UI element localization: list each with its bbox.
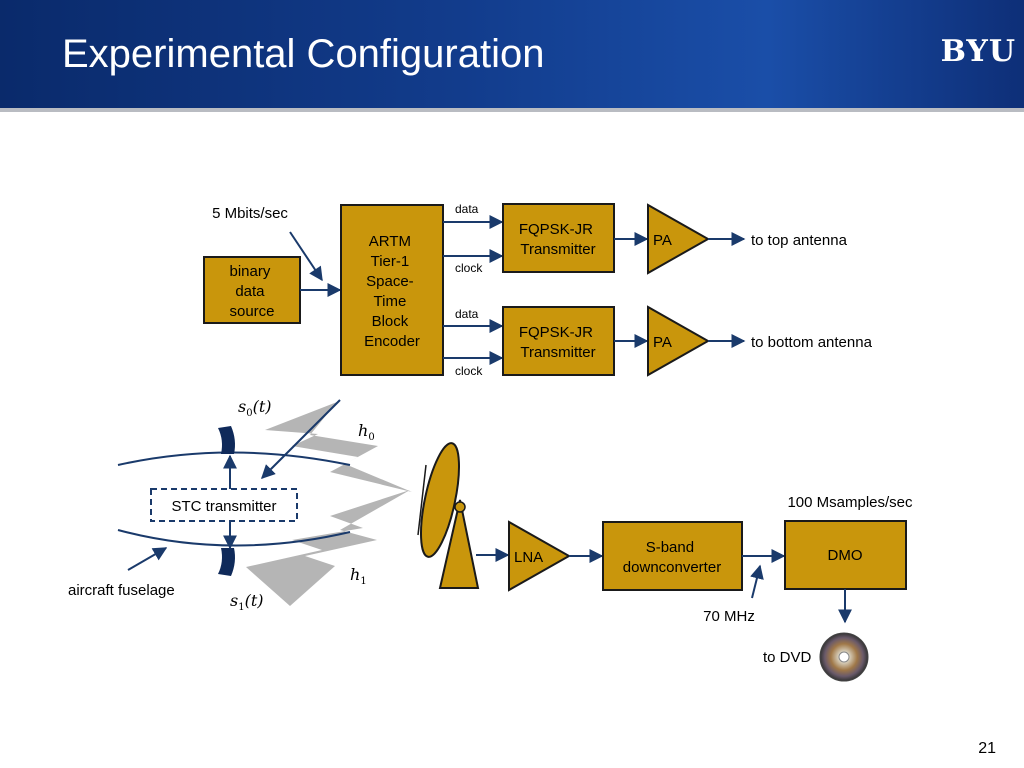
source-line: source [229,303,274,320]
encoder-line: Block [372,313,409,330]
downconverter-label: S-band downconverter [623,539,721,576]
transmitter-line: Transmitter [520,241,595,258]
bottom-antenna-label: to bottom antenna [751,334,873,351]
channel-h1-lightning [246,490,410,606]
encoder-line: Encoder [364,333,420,350]
aircraft-bottom-antenna [218,548,235,576]
data-label-top: data [455,202,479,216]
dish-pedestal [438,499,480,589]
lna-label: LNA [514,549,543,566]
clock-label-top: clock [455,261,483,275]
dish-feed-strut [417,464,427,536]
if-frequency-pointer-arrow [750,564,764,599]
pa-label-bottom: PA [653,334,672,351]
channel-h0-label: h0 [358,421,375,443]
receive-dish-reflector [420,442,460,558]
channel-h1-label: h1 [350,565,367,587]
encoder-line: Tier-1 [371,253,410,270]
encoder-to-stc-arrow [261,399,341,479]
dmo-block [784,520,907,590]
slide-title: Experimental Configuration [62,32,545,76]
dmo-label: DMO [828,547,863,564]
downconverter-line: S-band [646,539,694,556]
to-dvd-label: to DVD [763,649,812,666]
binary-data-source-label: binary data source [229,263,274,320]
dish-feed-hub [454,501,466,513]
stbc-encoder-block [340,204,444,376]
downconverter-line: downconverter [623,559,721,576]
encoder-line: Time [374,293,407,310]
fqpsk-transmitter-top [502,203,615,273]
s-band-downconverter-block [602,521,743,591]
aircraft-top-antenna [218,426,235,454]
stbc-encoder-label: ARTM Tier-1 Space- Time Block Encoder [364,233,420,350]
byu-logo: BYU [940,34,1016,69]
data-rate-label: 5 Mbits/sec [212,205,288,222]
if-frequency-label: 70 MHz [703,608,755,625]
lna-amplifier [508,520,572,592]
transmitter-line: Transmitter [520,344,595,361]
dvd-disc-hole [838,651,850,663]
rate-pointer-arrow [289,231,323,282]
stc-transmitter-box [150,488,298,522]
transmitter-line: FQPSK-JR [519,221,593,238]
stc-transmitter-label: STC transmitter [171,498,276,515]
channel-h0-lightning [265,402,412,492]
data-label-bottom: data [455,307,479,321]
power-amplifier-bottom [647,305,711,377]
slide-number: 21 [978,740,996,757]
sample-rate-label: 100 Msamples/sec [787,494,913,511]
pa-label-top: PA [653,232,672,249]
fqpsk-transmitter-bottom [502,306,615,376]
signal-s0-label: s0(t) [238,397,272,419]
transmitter-line: FQPSK-JR [519,324,593,341]
slide-header: Experimental Configuration BYU [0,0,1024,112]
source-line: binary [229,263,270,280]
power-amplifier-top [647,203,711,275]
transmitter-bottom-label: FQPSK-JR Transmitter [519,324,597,361]
source-line: data [235,283,265,300]
fuselage-top-curve [117,451,351,466]
clock-label-bottom: clock [455,364,483,378]
aircraft-fuselage-label: aircraft fuselage [68,582,175,599]
encoder-line: Space- [366,273,414,290]
transmitter-top-label: FQPSK-JR Transmitter [519,221,597,258]
encoder-line: ARTM [369,233,411,250]
top-antenna-label: to top antenna [751,232,848,249]
signal-s1-label: s1(t) [230,591,264,613]
fuselage-pointer-arrow [127,547,168,571]
